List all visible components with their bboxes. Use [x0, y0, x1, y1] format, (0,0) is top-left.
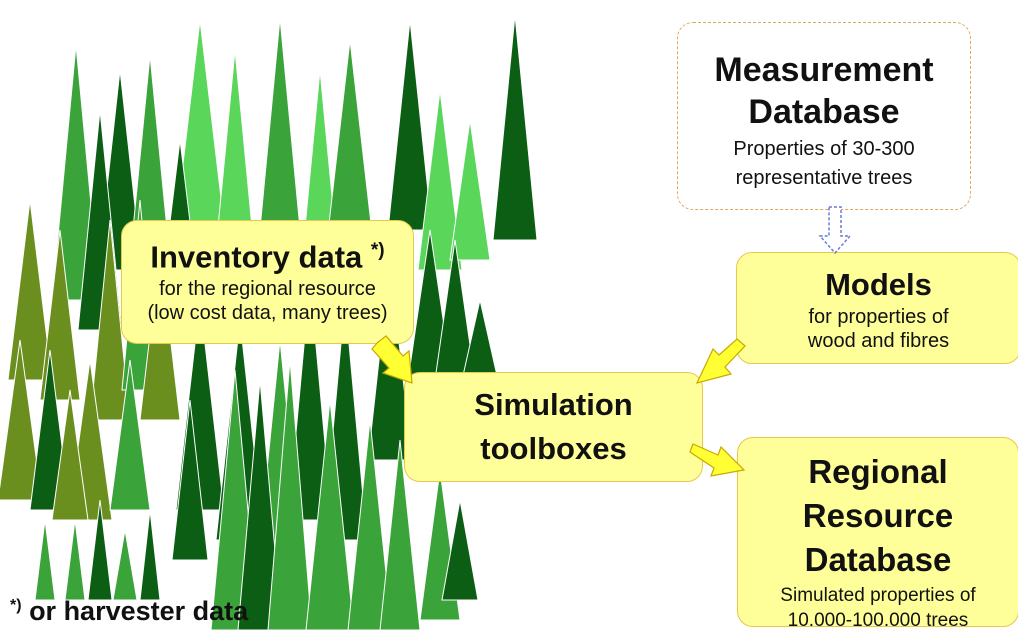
- models-sub-line1: for properties of: [808, 306, 949, 328]
- regional-resource-database-box: Regional Resource Database Simulated pro…: [737, 437, 1018, 631]
- regional-title-line3: Database: [804, 541, 952, 578]
- tree-46: [139, 509, 161, 601]
- tree-43: [64, 519, 86, 601]
- tree-42: [34, 519, 56, 601]
- tree-35: [267, 359, 313, 631]
- regional-sub-line1: Simulated properties of: [780, 585, 976, 606]
- measurement-sub-line1: Properties of 30-300: [733, 138, 915, 160]
- regional-sub-line2: 10.000-100.000 trees: [787, 610, 969, 631]
- tree-11: [492, 14, 538, 241]
- tree-40: [441, 499, 479, 601]
- simulation-title-line2: toolboxes: [480, 431, 627, 466]
- inventory-data-box: Inventory data *) for the regional resou…: [121, 220, 414, 344]
- tree-45: [112, 529, 138, 601]
- inventory-sub-line2: (low cost data, many trees): [147, 302, 388, 325]
- inventory-sub-line1: for the regional resource: [159, 278, 376, 301]
- regional-title-line1: Regional: [808, 453, 948, 490]
- tree-36: [305, 399, 355, 631]
- footnote-mark: *): [10, 597, 22, 614]
- measurement-database-box: Measurement Database Properties of 30-30…: [677, 22, 971, 210]
- tree-9: [417, 89, 463, 271]
- simulation-title-line1: Simulation: [474, 387, 633, 422]
- tree-7: [325, 39, 375, 251]
- tree-22: [109, 359, 151, 511]
- tree-8: [387, 19, 433, 231]
- footnote-text: or harvester data: [21, 596, 249, 626]
- measurement-title-line2: Database: [748, 93, 900, 131]
- tree-34: [237, 379, 283, 631]
- models-title: Models: [825, 267, 932, 302]
- tree-44: [87, 499, 113, 601]
- regional-title-line2: Resource: [802, 497, 954, 534]
- tree-14: [7, 199, 53, 381]
- tree-23: [51, 389, 89, 521]
- tree-19: [0, 339, 43, 501]
- models-sub-line2: wood and fibres: [807, 330, 950, 352]
- tree-37: [347, 419, 393, 631]
- footnote: *) or harvester data: [10, 596, 248, 627]
- tree-10: [449, 119, 491, 261]
- tree-41: [171, 399, 209, 561]
- tree-16: [89, 219, 131, 421]
- tree-38: [379, 439, 421, 631]
- simulation-toolboxes-box: Simulation toolboxes: [404, 372, 703, 482]
- inventory-title-text: Inventory data: [150, 239, 371, 275]
- inventory-footnote-mark: *): [370, 240, 385, 261]
- tree-27: [287, 279, 333, 521]
- measurement-sub-line2: representative trees: [735, 167, 913, 189]
- measurement-title-line1: Measurement: [714, 51, 934, 89]
- inventory-title: Inventory data *): [122, 231, 413, 277]
- models-box: Models for properties of wood and fibres: [736, 252, 1018, 364]
- tree-5: [257, 17, 303, 251]
